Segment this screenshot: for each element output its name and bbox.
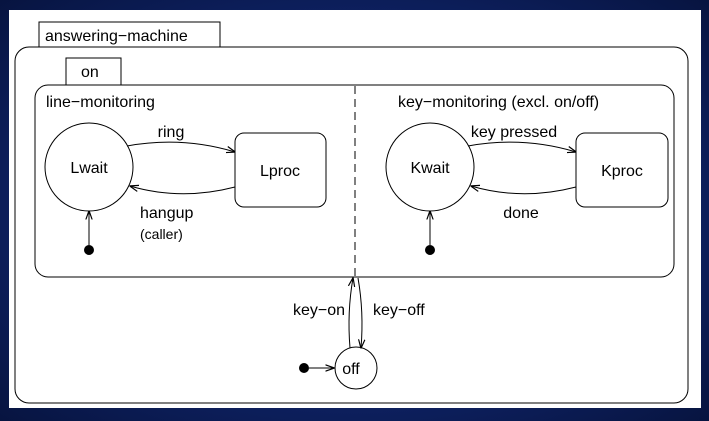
state-off-label: off (342, 361, 360, 378)
transition-key-off (357, 277, 362, 348)
transition-ring (126, 141, 235, 152)
state-lproc (234, 132, 327, 208)
transition-key-off-label: key−off (373, 302, 425, 319)
state-lproc-label: Lproc (260, 163, 300, 180)
on-label: on (81, 64, 99, 81)
answering-machine-state (14, 46, 689, 404)
transition-ring-label: ring (158, 124, 185, 141)
initial-dot-off (299, 363, 309, 373)
transition-key-on (349, 278, 353, 349)
key-monitoring-title: key−monitoring (excl. on/off) (398, 94, 599, 111)
state-lwait-label: Lwait (70, 160, 108, 177)
statechart-svg: answering−machine on line−monitoring key… (14, 21, 689, 404)
state-kproc (575, 132, 669, 208)
line-monitoring-title: line−monitoring (46, 94, 155, 111)
transition-done (471, 186, 577, 195)
transition-key-pressed (467, 141, 576, 152)
state-kproc-label: Kproc (601, 163, 643, 180)
diagram-canvas: answering−machine on line−monitoring key… (9, 10, 701, 408)
state-off (334, 346, 378, 390)
initial-dot-lwait (84, 245, 94, 255)
transition-hangup-label: hangup (140, 205, 193, 222)
transition-hangup (130, 186, 236, 195)
transition-key-pressed-label: key pressed (471, 124, 557, 141)
transition-key-on-label: key−on (293, 302, 345, 319)
transition-hangup-note: (caller) (140, 226, 183, 242)
initial-dot-kwait (425, 245, 435, 255)
answering-machine-label: answering−machine (45, 28, 188, 45)
state-kwait-label: Kwait (410, 160, 450, 177)
transition-done-label: done (503, 205, 539, 222)
